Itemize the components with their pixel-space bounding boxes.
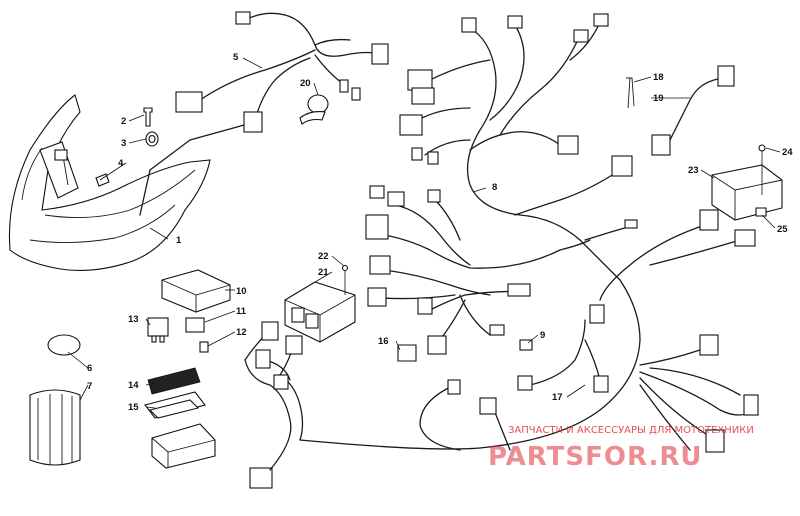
callout-17: 17 (552, 392, 563, 403)
callout-6: 6 (87, 363, 92, 374)
watermark-brand: PARTSFOR.RU (488, 442, 702, 472)
module-23 (711, 144, 783, 221)
ecu-harness (244, 321, 304, 471)
callout-10: 10 (236, 286, 247, 297)
callout-22: 22 (318, 251, 329, 262)
callout-7: 7 (87, 381, 92, 392)
callout-8: 8 (492, 182, 497, 193)
callout-5: 5 (233, 52, 239, 63)
callout-20: 20 (300, 78, 311, 89)
callout-13: 13 (128, 314, 139, 325)
callout-25: 25 (777, 224, 788, 235)
misc-parts-left (29, 334, 216, 469)
callout-24: 24 (782, 147, 793, 158)
callout-19: 19 (653, 93, 664, 104)
callout-labels: 1 2 3 4 5 6 7 8 9 10 11 12 13 14 15 16 1… (87, 52, 793, 413)
watermark-tagline: ЗАПЧАСТИ И АКСЕССУАРЫ ДЛЯ МОТОТЕХНИКИ (508, 425, 754, 436)
callout-3: 3 (121, 138, 126, 149)
buzzer-20 (299, 94, 329, 125)
ecu-21 (284, 264, 356, 343)
callout-23: 23 (688, 165, 699, 176)
relays-fuses (147, 269, 231, 353)
callout-2: 2 (121, 116, 126, 127)
callout-12: 12 (236, 327, 247, 338)
callout-16: 16 (378, 336, 389, 347)
callout-15: 15 (128, 402, 139, 413)
watermark: ЗАПЧАСТИ И АКСЕССУАРЫ ДЛЯ МОТОТЕХНИКИ PA… (488, 425, 754, 472)
callout-9: 9 (540, 330, 545, 341)
mounting-hardware (95, 107, 159, 187)
leader-lines (67, 57, 781, 409)
sensor-19 (626, 65, 735, 156)
harness-5 (139, 11, 389, 216)
callout-1: 1 (176, 235, 182, 246)
callout-14: 14 (128, 380, 139, 391)
callout-21: 21 (318, 267, 329, 278)
callout-4: 4 (118, 158, 124, 169)
harness-connectors (249, 13, 759, 489)
callout-18: 18 (653, 72, 664, 83)
callout-11: 11 (236, 306, 247, 317)
headlight-housing (8, 94, 211, 271)
